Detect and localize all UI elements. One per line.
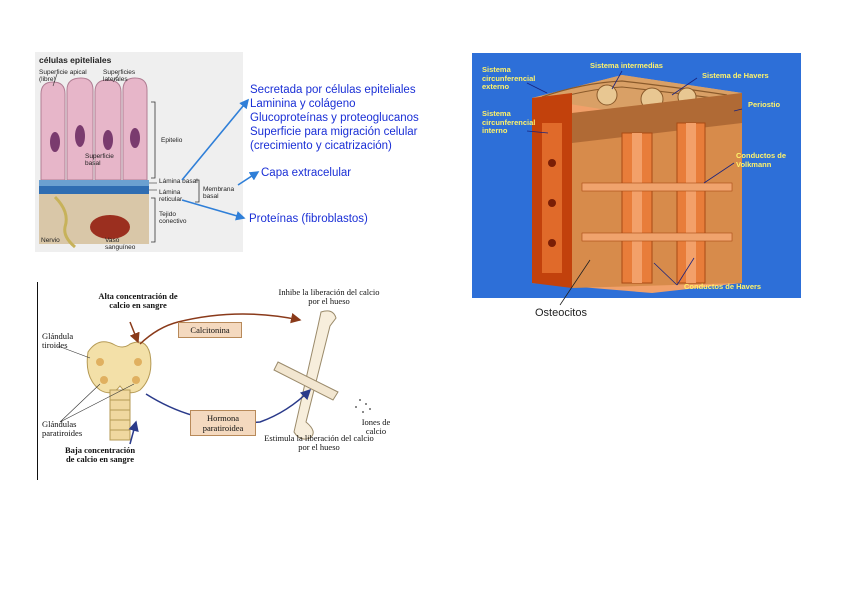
annotation-proteinas: Proteínas (fibroblastos) bbox=[249, 213, 368, 225]
label-inhibe: Inhibe la liberación del calcio por el h… bbox=[278, 287, 380, 306]
label-nervio: Nervio bbox=[41, 237, 60, 244]
label-osteocitos: Osteocitos bbox=[535, 307, 587, 319]
calcitonina-box: Calcitonina bbox=[178, 322, 242, 338]
hormona-box: Hormona paratiroidea bbox=[190, 410, 256, 436]
annotation-line2: Laminina y colágeno bbox=[250, 98, 356, 110]
bone-structure-figure: Sistema circunferencial externo Sistema … bbox=[472, 53, 801, 298]
label-estimula: Estimula la liberación del calcio por el… bbox=[264, 433, 374, 452]
label-conductos-havers: Conductos de Havers bbox=[684, 282, 762, 291]
label-glandula-tiroides: Glándula tiroides bbox=[42, 331, 74, 350]
annotation-line1: Secretada por células epiteliales bbox=[250, 84, 416, 96]
epithelial-title: células epiteliales bbox=[39, 55, 112, 65]
label-periostio: Periostio bbox=[748, 100, 781, 109]
label-glandulas-paratiroides: Glándulas paratiroides bbox=[42, 419, 83, 438]
label-apical: Superficie apical (libre) bbox=[39, 69, 87, 83]
label-membrana-basal: Membrana basal bbox=[203, 186, 235, 200]
label-alta: Alta concentración de calcio en sangre bbox=[98, 291, 178, 310]
annotation-capa: Capa extracelular bbox=[261, 167, 352, 179]
label-lateral: Superficies laterales bbox=[103, 69, 136, 83]
epithelial-illustration bbox=[39, 73, 200, 249]
bone-illustration bbox=[526, 70, 743, 293]
epithelial-cells-figure: células epiteliales Superficie apical (l… bbox=[35, 52, 243, 252]
annotation-line4: Superficie para migración celular bbox=[250, 126, 418, 138]
label-basal: Superficie basal bbox=[85, 153, 114, 167]
label-lamina-reticular: Lámina reticular bbox=[159, 189, 183, 203]
label-baja: Baja concentración de calcio en sangre bbox=[64, 445, 136, 464]
label-epitelio: Epitelio bbox=[161, 137, 183, 144]
calcium-regulation-figure: Alta concentración de calcio en sangre G… bbox=[37, 282, 396, 480]
calcium-illustration bbox=[57, 310, 371, 445]
label-tejido: Tejido conectivo bbox=[159, 211, 187, 225]
label-iones: Iones de calcio bbox=[361, 417, 391, 436]
label-intermedias: Sistema intermedias bbox=[590, 61, 663, 70]
annotation-line5: (crecimiento y cicatrización) bbox=[250, 140, 392, 152]
label-circ-externo: Sistema circunferencial externo bbox=[482, 65, 536, 91]
label-volkmann: Conductos de Volkmann bbox=[736, 151, 786, 169]
label-circ-interno: Sistema circunferencial interno bbox=[482, 109, 536, 135]
label-vaso: Vaso sanguíneo bbox=[105, 237, 136, 251]
label-lamina-basal: Lámina basal bbox=[159, 178, 198, 185]
annotation-line3: Glucoproteínas y proteoglucanos bbox=[250, 112, 419, 124]
label-havers: Sistema de Havers bbox=[702, 71, 769, 80]
